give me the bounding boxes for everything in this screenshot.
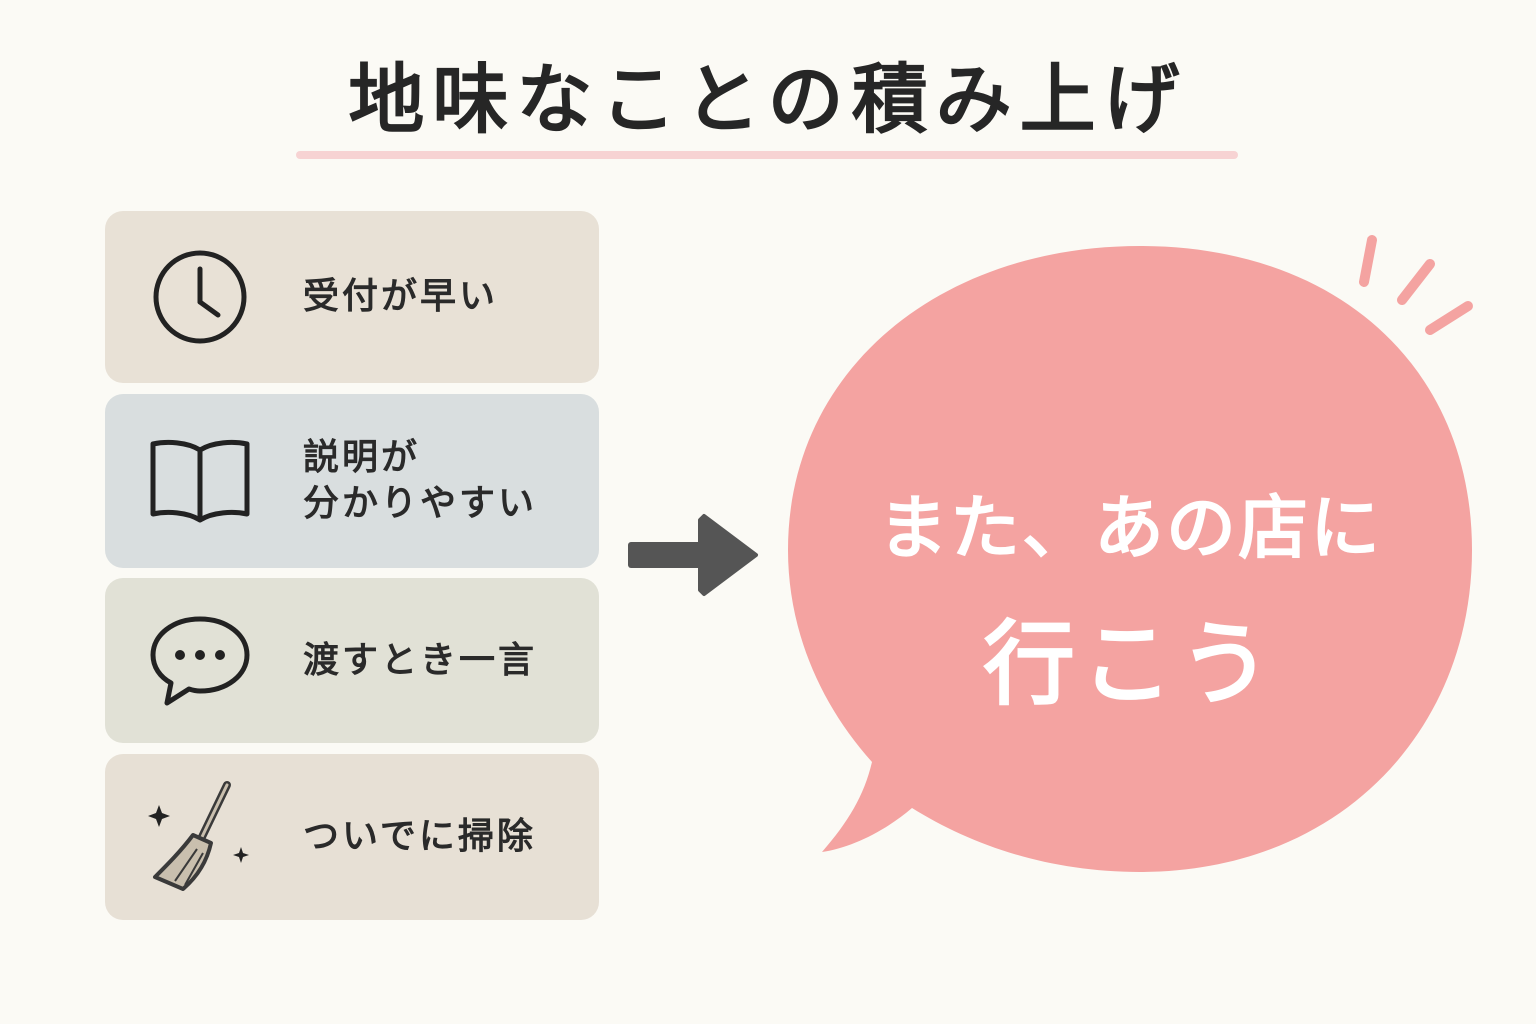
open-book-icon xyxy=(145,436,255,526)
result-text-line1: また、あの店に xyxy=(878,487,1382,569)
page-title: 地味なことの積み上げ xyxy=(348,55,1188,144)
factor-label: 受付が早い xyxy=(303,276,499,317)
factor-card-cleaning: ついでに掃除 xyxy=(105,754,599,920)
factor-label: 説明が 分かりやすい xyxy=(303,437,538,524)
right-arrow-icon xyxy=(626,512,760,602)
factor-card-handover-word: 渡すとき一言 xyxy=(105,578,599,743)
factor-label: 渡すとき一言 xyxy=(303,639,538,681)
title-underline xyxy=(296,151,1238,159)
factor-card-reception: 受付が早い xyxy=(105,211,599,383)
result-text-line2: 行こう xyxy=(982,611,1277,718)
broom-icon xyxy=(145,777,255,897)
factor-label: ついでに掃除 xyxy=(303,816,536,857)
clock-icon xyxy=(145,247,255,347)
factor-card-explanation: 説明が 分かりやすい xyxy=(105,394,599,568)
emphasis-lines-icon xyxy=(1350,230,1480,344)
speech-bubble-icon xyxy=(145,611,255,711)
result-speech-bubble xyxy=(780,240,1500,884)
